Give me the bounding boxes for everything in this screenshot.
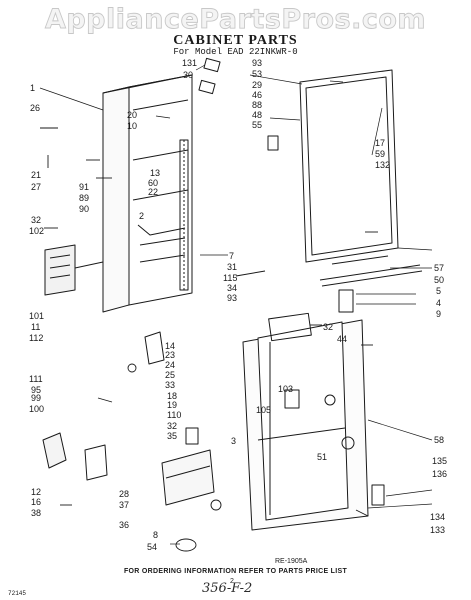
callout-25: 25 <box>165 370 175 380</box>
callout-131: 131 <box>182 58 197 68</box>
main-cabinet <box>44 74 193 313</box>
callout-112: 112 <box>29 333 43 343</box>
callout-90: 90 <box>79 204 89 214</box>
callout-100: 100 <box>29 404 44 414</box>
callout-58: 58 <box>434 435 444 445</box>
callout-20: 20 <box>127 110 137 120</box>
callout-37: 37 <box>119 500 129 510</box>
corner-code: 72145 <box>8 590 27 597</box>
callout-27: 27 <box>31 182 41 192</box>
callout-13: 13 <box>150 168 160 178</box>
callout-8: 8 <box>153 530 158 540</box>
callout-36: 36 <box>119 520 129 530</box>
callout-54: 54 <box>147 542 157 552</box>
callout-22: 22 <box>148 187 158 197</box>
callout-133: 133 <box>430 525 445 535</box>
callout-14: 14 <box>165 341 175 351</box>
callout-21: 21 <box>31 170 41 180</box>
callout-32c: 32 <box>167 421 177 431</box>
callout-5: 5 <box>436 286 441 296</box>
callout-51: 51 <box>317 452 327 462</box>
callout-91: 91 <box>79 182 89 192</box>
callout-17: 17 <box>375 138 385 148</box>
handwritten-note: 356-F-2 <box>202 581 253 596</box>
callout-32: 32 <box>31 215 41 225</box>
callout-88: 88 <box>252 100 262 110</box>
callout-2: 2 <box>139 211 144 221</box>
callout-134: 134 <box>430 512 445 522</box>
callout-99: 99 <box>31 393 41 403</box>
hardware <box>40 127 378 552</box>
callout-53: 53 <box>252 69 262 79</box>
door-strips <box>235 255 423 287</box>
diagram-subtitle: For Model EAD 22INKWR-0 <box>173 47 298 57</box>
callout-12: 12 <box>31 487 41 497</box>
leader-lines <box>39 64 433 545</box>
callout-57: 57 <box>434 263 444 273</box>
callout-19: 19 <box>167 400 177 410</box>
callout-105: 105 <box>256 405 271 415</box>
callout-111: 111 <box>29 374 43 384</box>
diagram-title: CABINET PARTS <box>173 33 298 48</box>
callout-35: 35 <box>167 431 177 441</box>
callout-26: 26 <box>30 103 40 113</box>
callout-38: 38 <box>31 508 41 518</box>
callout-34: 34 <box>227 283 237 293</box>
ordering-note: FOR ORDERING INFORMATION REFER TO PARTS … <box>123 568 348 575</box>
callout-135: 135 <box>432 456 447 466</box>
callout-23: 23 <box>165 350 175 360</box>
callout-50: 50 <box>434 275 444 285</box>
callout-115: 115 <box>223 273 237 283</box>
callout-89: 89 <box>79 193 89 203</box>
page-number: 2 <box>230 578 234 585</box>
callout-110: 110 <box>167 410 181 420</box>
callout-7: 7 <box>229 251 234 261</box>
callout-102: 102 <box>29 226 44 236</box>
callout-32b: 32 <box>323 322 333 332</box>
watermark: AppliancePartsPros.com <box>44 4 427 36</box>
callout-93: 93 <box>252 58 262 68</box>
callout-11: 11 <box>31 322 40 332</box>
callout-95: 95 <box>31 385 41 395</box>
callout-101: 101 <box>29 311 44 321</box>
callout-3: 3 <box>231 436 236 446</box>
callout-18: 18 <box>167 391 177 401</box>
door-shelf <box>161 427 215 506</box>
callout-numbers: 1 26 21 27 91 89 90 32 102 20 10 13 60 2… <box>29 58 447 552</box>
callout-59: 59 <box>375 149 385 159</box>
callout-55: 55 <box>252 120 262 130</box>
callout-48: 48 <box>252 110 262 120</box>
callout-132: 132 <box>375 160 390 170</box>
callout-30: 30 <box>183 70 193 80</box>
callout-33: 33 <box>165 380 175 390</box>
callout-4: 4 <box>436 298 441 308</box>
callout-9: 9 <box>436 309 441 319</box>
callout-31: 31 <box>227 262 237 272</box>
hinge-brackets <box>42 57 385 506</box>
callout-93b: 93 <box>227 293 237 303</box>
callout-44: 44 <box>337 334 347 344</box>
callout-136: 136 <box>432 469 447 479</box>
callout-16: 16 <box>31 497 41 507</box>
callout-10: 10 <box>127 121 137 131</box>
fresh-food-door <box>242 312 369 531</box>
callout-28: 28 <box>119 489 129 499</box>
callout-103: 103 <box>278 384 293 394</box>
callout-1: 1 <box>30 83 35 93</box>
callout-60: 60 <box>148 178 158 188</box>
callout-24: 24 <box>165 360 175 370</box>
callout-46: 46 <box>252 90 262 100</box>
callout-29: 29 <box>252 80 262 90</box>
figure-code: RE-1905A <box>275 558 308 565</box>
